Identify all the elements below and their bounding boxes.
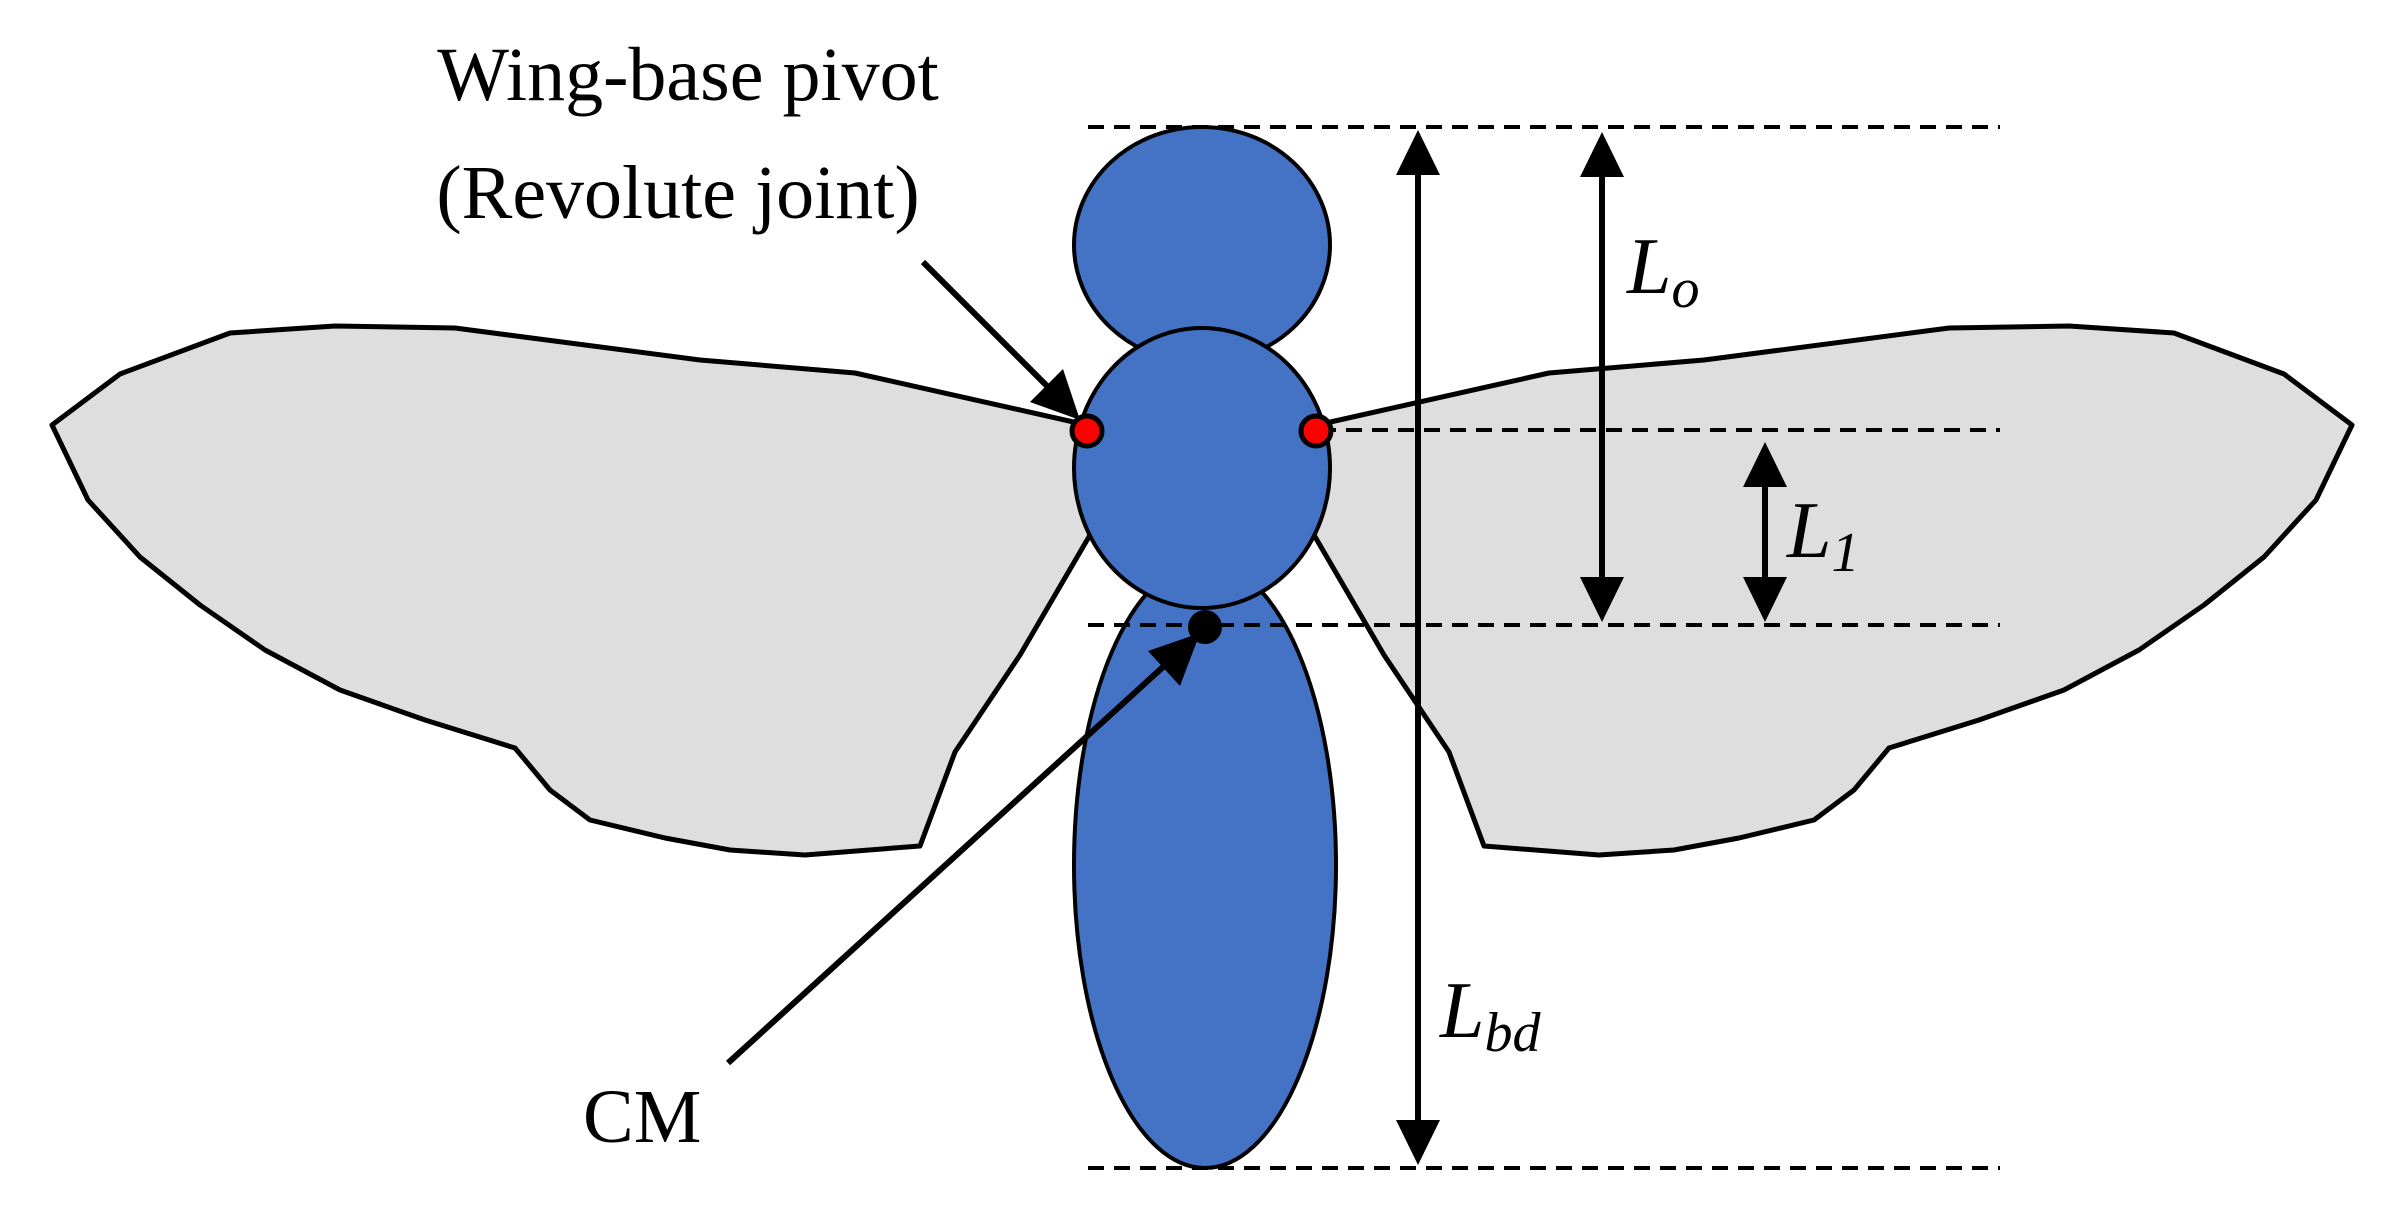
pivot-label-line2: (Revolute joint) bbox=[436, 151, 919, 235]
dimension-arrow-l-o bbox=[1580, 132, 1624, 622]
cm-pointer-arrow bbox=[725, 633, 1200, 1066]
label-l-1: L1 bbox=[1786, 487, 1860, 584]
pivot-pointer-arrow bbox=[920, 259, 1080, 420]
label-l-o: Lo bbox=[1626, 223, 1700, 320]
cm-label: CM bbox=[583, 1075, 701, 1159]
right-pivot-point bbox=[1298, 413, 1334, 449]
abdomen bbox=[1072, 560, 1338, 1170]
left-pivot-point bbox=[1069, 413, 1105, 449]
pivot-label-line1: Wing-base pivot bbox=[437, 33, 938, 117]
left-wing bbox=[49, 323, 1093, 858]
thorax bbox=[1072, 326, 1332, 610]
dimension-arrow-l-bd bbox=[1396, 130, 1440, 1165]
center-of-mass-dot bbox=[1188, 610, 1222, 644]
dimension-arrow-l-1 bbox=[1743, 442, 1787, 622]
right-wing bbox=[1311, 323, 2355, 858]
label-l-bd: Lbd bbox=[1439, 967, 1542, 1064]
